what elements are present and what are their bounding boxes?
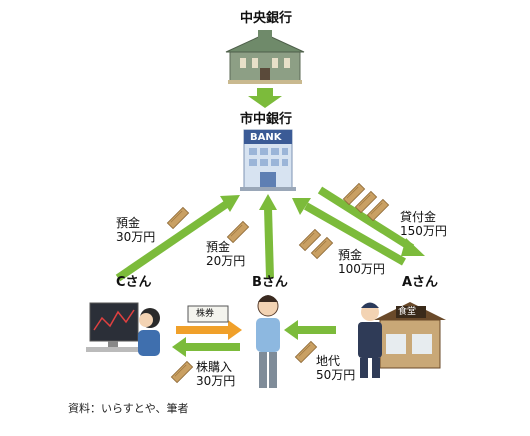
source-note: 資料：いらすとや、筆者 [68,402,189,415]
stock-arrow [176,320,242,340]
rent-label: 地代 50万円 [316,354,355,382]
central-to-bank-arrow [248,88,282,108]
shop-sign-text: 食堂 [398,307,417,317]
bank-building-icon [240,129,296,191]
stock-title: 株購入 [196,360,233,374]
a-deposit-amount: 100万円 [338,262,385,276]
central-bank-icon [225,30,305,84]
deposit-arrows [115,186,415,351]
bank-sign: BANK [250,132,282,143]
commercial-bank-label: 市中銀行 [240,112,293,127]
c-deposit-title: 預金 [116,216,141,230]
person-a-shop-icon [358,302,446,378]
person-c-icon [86,302,160,356]
a-loan-amount: 150万円 [400,224,447,238]
person-b-label: Bさん [252,275,288,290]
stock-label: 株購入 30万円 [196,360,235,388]
central-bank-label: 中央銀行 [240,11,293,26]
b-deposit-amount: 20万円 [206,254,246,268]
person-c-label: Cさん [116,275,152,290]
c-deposit-amount: 30万円 [116,230,156,244]
rent-title: 地代 [316,354,341,368]
rent-amount: 50万円 [316,368,356,382]
person-a-label: Aさん [402,275,439,290]
b-deposit-label: 預金 20万円 [206,240,245,268]
arrowheads [172,194,425,357]
b-deposit-title: 預金 [206,240,231,254]
stock-amount: 30万円 [196,374,236,388]
stock-certificate-icon [187,305,229,323]
a-loan-title: 貸付金 [400,210,437,224]
person-b-icon [256,295,280,388]
c-deposit-label: 預金 30万円 [116,216,155,244]
stock-certificate-text: 株券 [196,309,215,319]
a-loan-label: 貸付金 150万円 [400,210,447,238]
a-deposit-title: 預金 [338,248,363,262]
a-deposit-label: 預金 100万円 [338,248,385,276]
